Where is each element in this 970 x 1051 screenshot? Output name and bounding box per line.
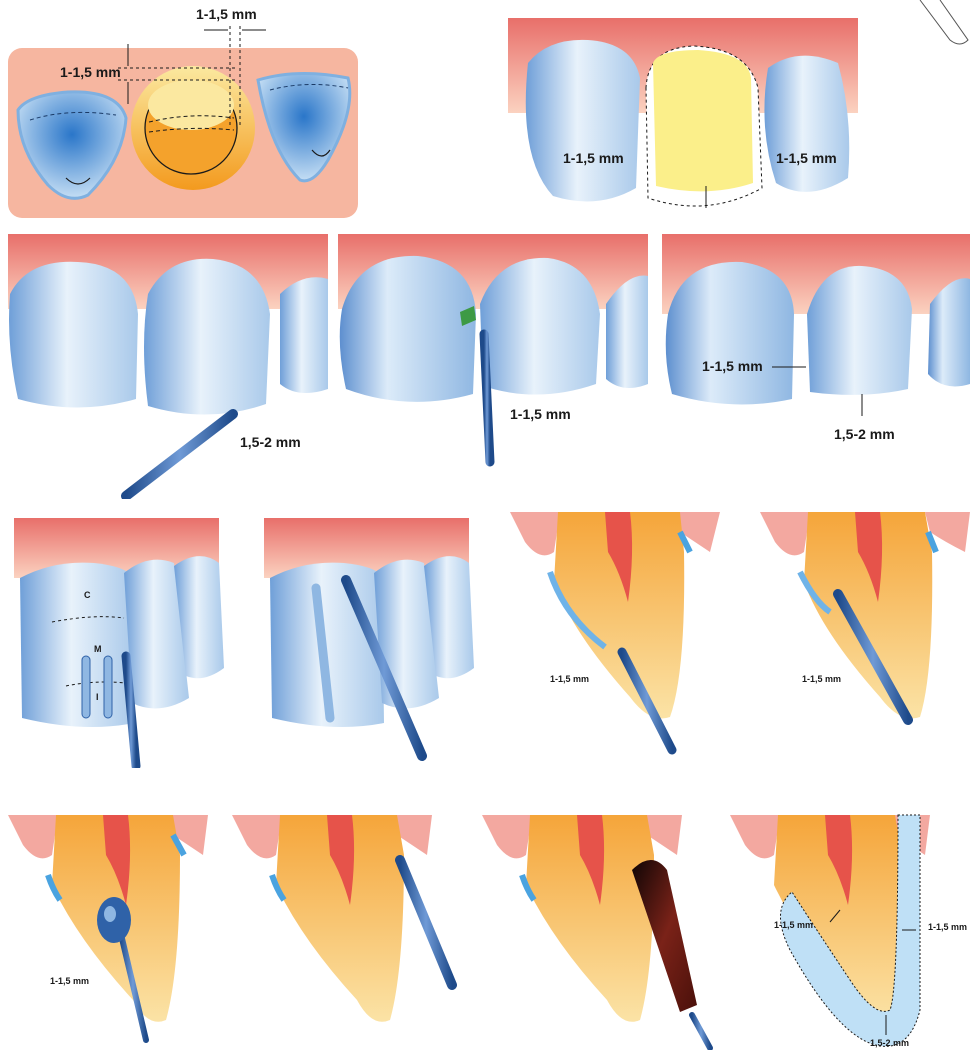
label-p3: 1,5-2 mm	[240, 434, 301, 450]
label-p5-side: 1-1,5 mm	[702, 358, 763, 374]
label-p4: 1-1,5 mm	[510, 406, 571, 422]
panel-sagittal-final: 1-1,5 mm 1-1,5 mm 1,5-2 mm	[730, 810, 970, 1051]
panel-result-front: 1-1,5 mm 1,5-2 mm	[662, 234, 970, 499]
label-p10: 1-1,5 mm	[50, 976, 89, 986]
label-p5-bottom: 1,5-2 mm	[834, 426, 895, 442]
label-p1-top: 1-1,5 mm	[196, 6, 257, 22]
label-p2-right: 1-1,5 mm	[776, 150, 837, 166]
corner-instrument	[910, 0, 970, 50]
panel-proximal-bur: 1-1,5 mm	[338, 234, 648, 499]
label-p2-left: 1-1,5 mm	[563, 150, 624, 166]
label-p9: 1-1,5 mm	[802, 674, 841, 684]
label-p6-i: I	[96, 692, 99, 702]
panel-cross-section: 1-1,5 mm 1-1,5 mm	[8, 0, 358, 225]
label-p14-bottom: 1,5-2 mm	[870, 1038, 909, 1048]
label-p1-left: 1-1,5 mm	[60, 64, 121, 80]
label-p14-left: 1-1,5 mm	[774, 920, 813, 930]
label-p6-c: C	[84, 590, 91, 600]
panel-labial-zones: C M I	[14, 518, 229, 768]
panel-sagittal-finishing	[482, 810, 722, 1050]
panel-front-crown: 1-1,5 mm 1-1,5 mm	[508, 18, 858, 218]
panel-sagittal-labial: 1-1,5 mm	[760, 512, 970, 762]
label-p6-m: M	[94, 644, 102, 654]
panel-sagittal-cingulum	[232, 810, 472, 1050]
label-p8: 1-1,5 mm	[550, 674, 589, 684]
panel-sagittal-lingual-wheel: 1-1,5 mm	[8, 810, 228, 1050]
panel-incisal-bur: 1,5-2 mm	[8, 234, 328, 499]
panel-sagittal-incisal: 1-1,5 mm	[510, 512, 735, 762]
label-p14-right: 1-1,5 mm	[928, 922, 967, 932]
panel-labial-bur	[264, 518, 474, 768]
